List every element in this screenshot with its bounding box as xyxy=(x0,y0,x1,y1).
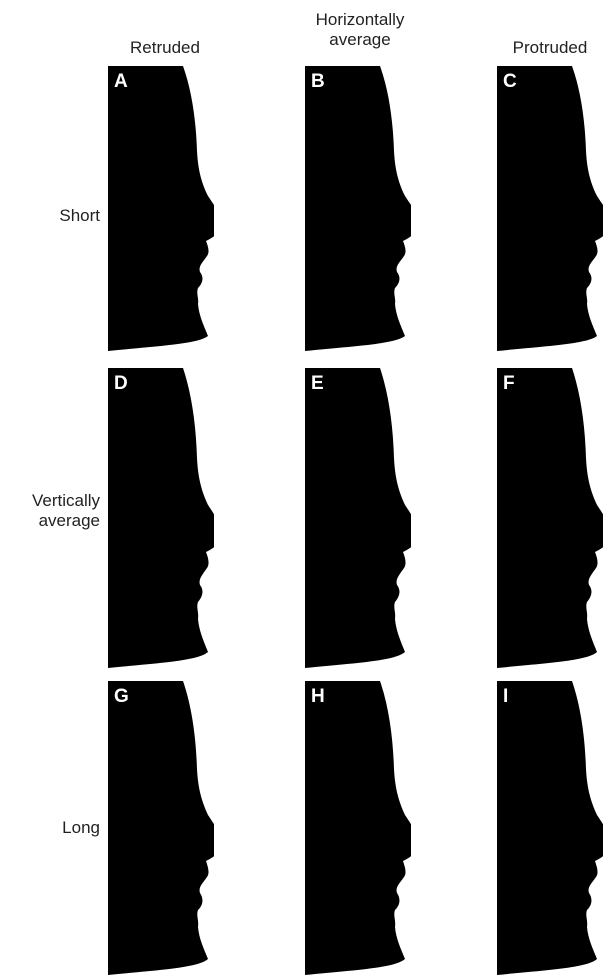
row-label-line: Vertically xyxy=(0,491,100,511)
panel-letter: F xyxy=(503,374,515,394)
row-label-vertically-average: Vertically average xyxy=(0,491,100,531)
profile-panel-a: A xyxy=(108,66,214,351)
profile-panel-e: E xyxy=(305,368,411,668)
profile-panel-g: G xyxy=(108,681,214,975)
profile-panel-f: F xyxy=(497,368,603,668)
row-label-line: Short xyxy=(0,206,100,226)
panel-letter: B xyxy=(311,72,325,92)
panel-letter: D xyxy=(114,374,128,394)
face-silhouette-icon xyxy=(108,681,214,975)
row-label-long: Long xyxy=(0,818,100,838)
face-silhouette-icon xyxy=(305,681,411,975)
column-header-line: Retruded xyxy=(110,38,220,58)
panel-letter: E xyxy=(311,374,324,394)
profile-panel-i: I xyxy=(497,681,603,975)
column-header-protruded: Protruded xyxy=(495,38,605,58)
profile-panel-h: H xyxy=(305,681,411,975)
face-silhouette-icon xyxy=(497,66,603,351)
column-header-horizontally-average: Horizontally average xyxy=(295,10,425,50)
profile-panel-b: B xyxy=(305,66,411,351)
panel-letter: C xyxy=(503,72,517,92)
panel-letter: A xyxy=(114,72,128,92)
column-header-line: average xyxy=(295,30,425,50)
column-header-line: Protruded xyxy=(495,38,605,58)
face-silhouette-icon xyxy=(305,66,411,351)
panel-letter: H xyxy=(311,687,325,707)
column-header-retruded: Retruded xyxy=(110,38,220,58)
face-silhouette-icon xyxy=(305,368,411,668)
face-silhouette-icon xyxy=(497,368,603,668)
profile-panel-d: D xyxy=(108,368,214,668)
row-label-line: average xyxy=(0,511,100,531)
face-silhouette-icon xyxy=(108,368,214,668)
panel-letter: G xyxy=(114,687,129,707)
face-silhouette-icon xyxy=(108,66,214,351)
column-header-line: Horizontally xyxy=(295,10,425,30)
panel-letter: I xyxy=(503,687,508,707)
row-label-short: Short xyxy=(0,206,100,226)
face-silhouette-icon xyxy=(497,681,603,975)
row-label-line: Long xyxy=(0,818,100,838)
profile-panel-c: C xyxy=(497,66,603,351)
